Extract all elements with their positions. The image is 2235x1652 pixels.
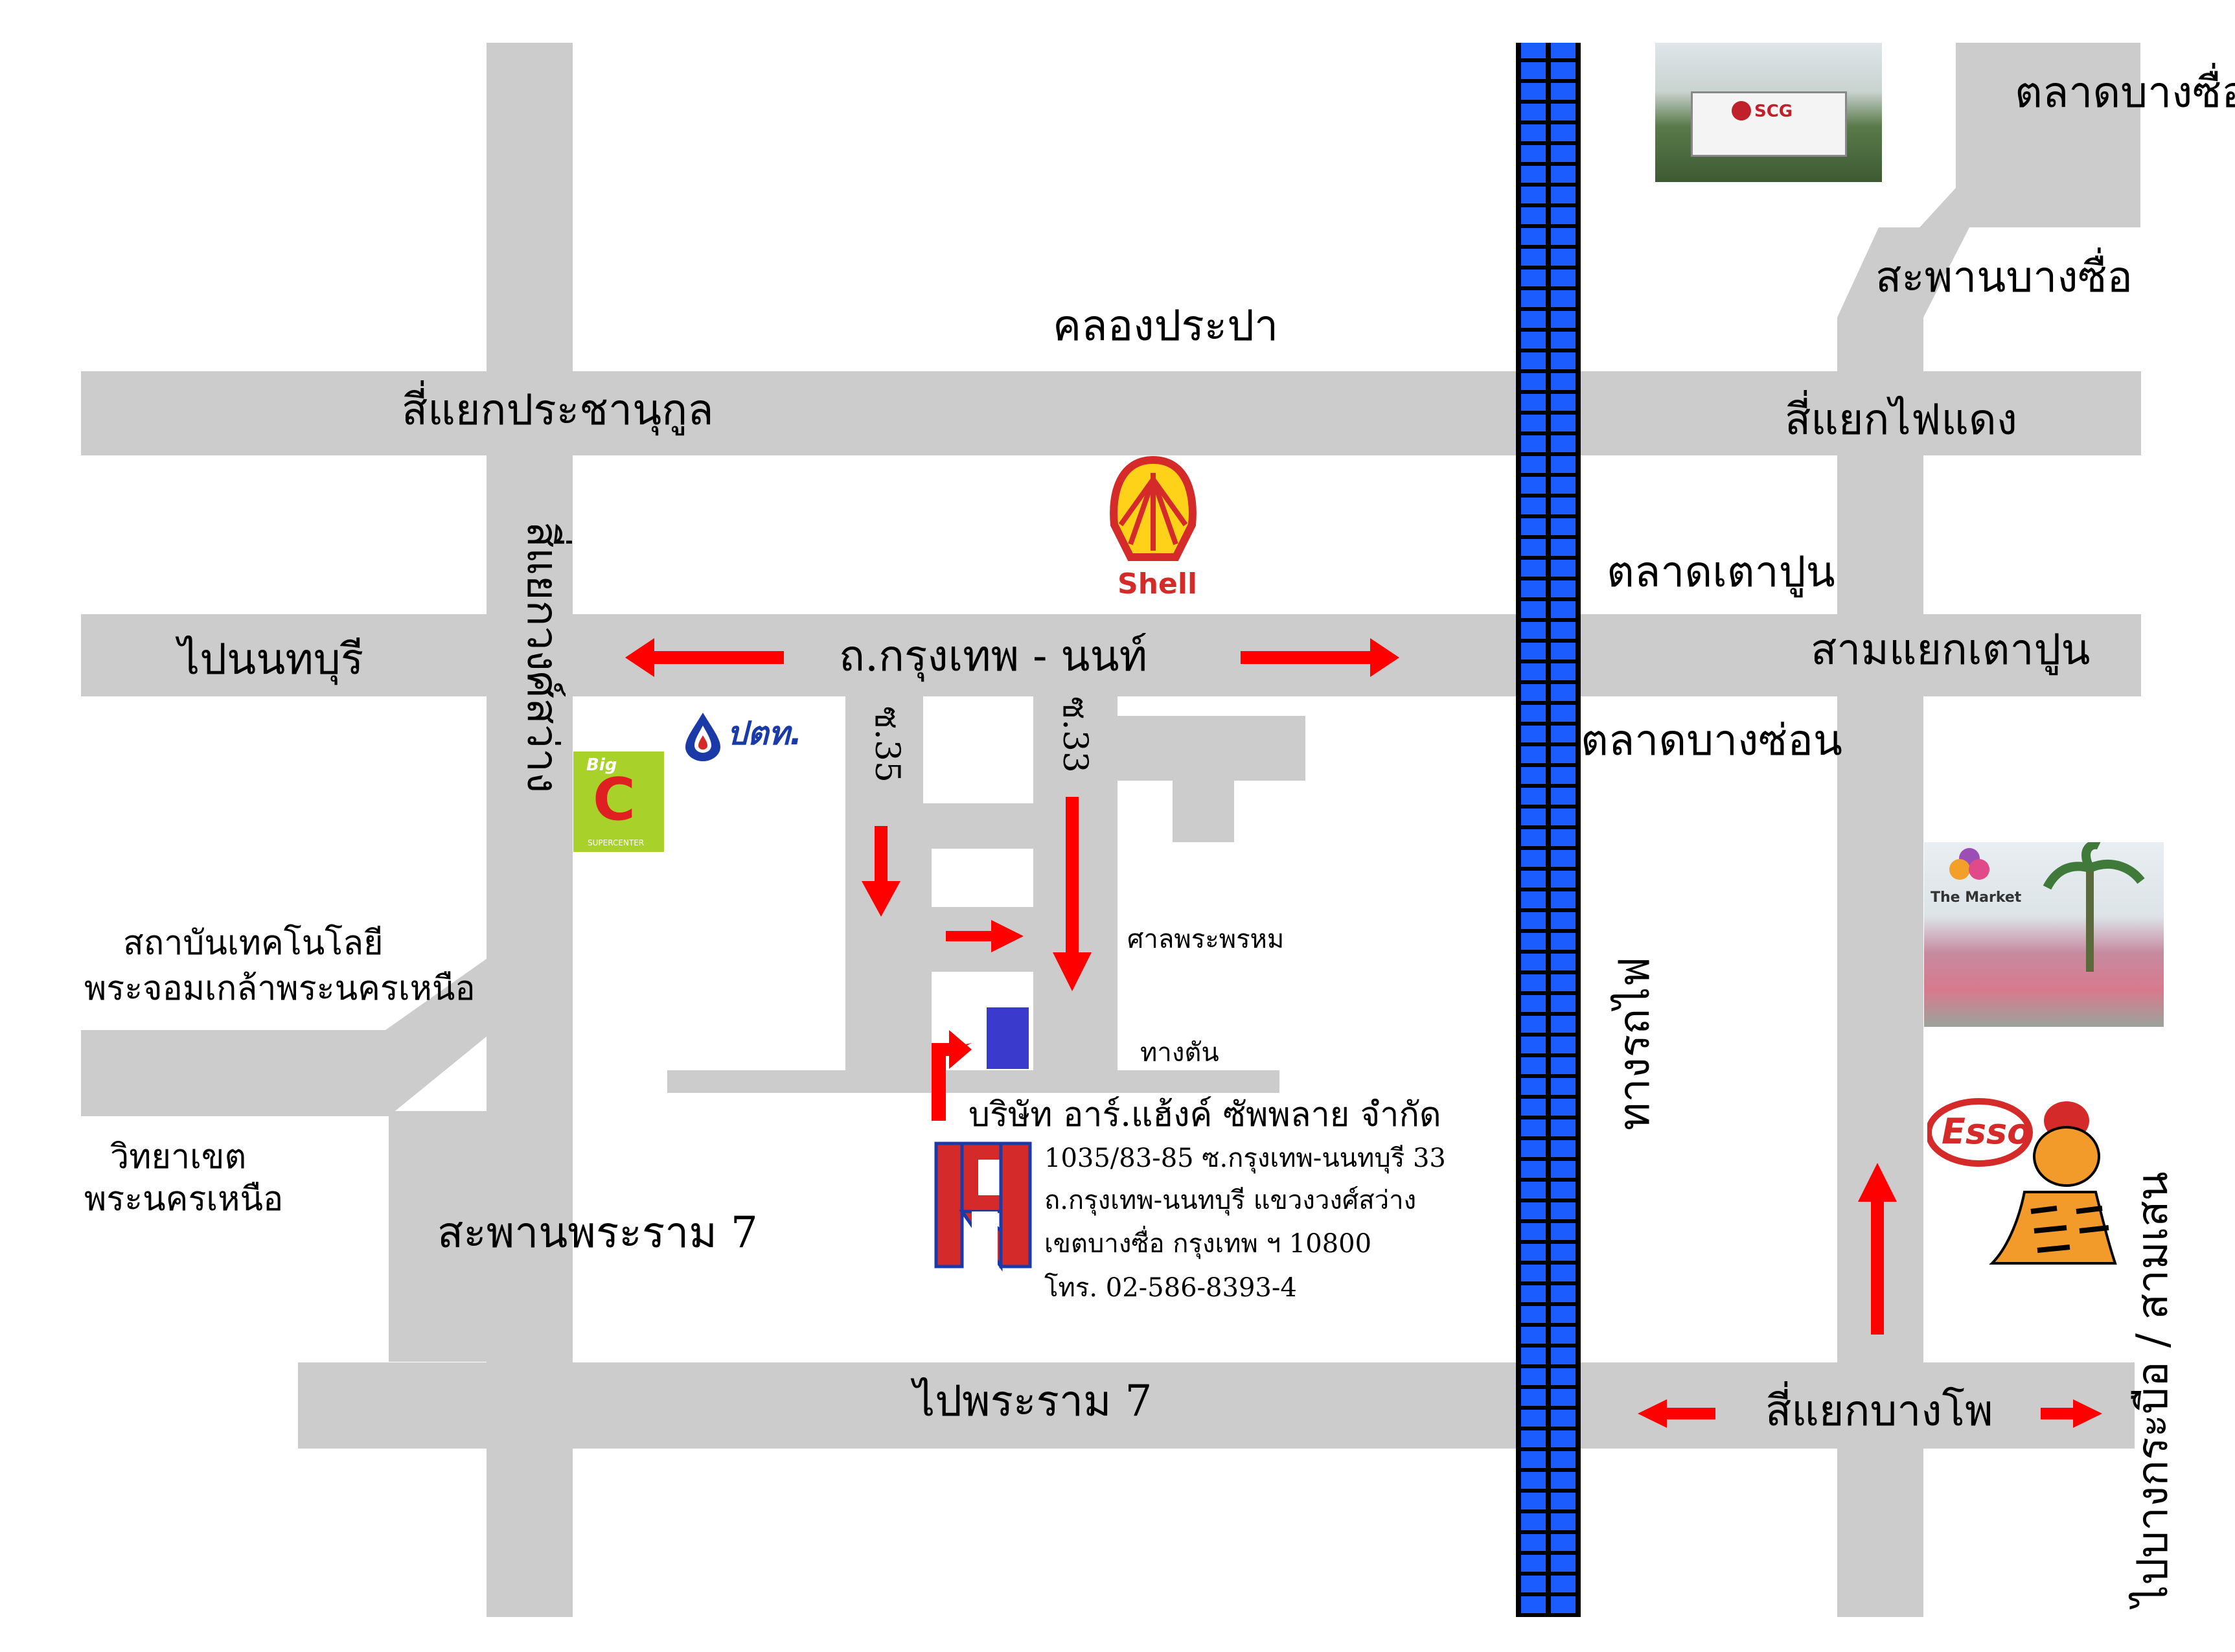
arrow-to-nonthaburi <box>625 638 784 677</box>
road-soi-mid <box>920 803 1037 849</box>
label-saphan-rama7: สะพานพระราม 7 <box>437 1208 758 1257</box>
ptt-text: ปตท. <box>727 715 803 752</box>
label-khlong-prapa: คลองประปา <box>1053 301 1279 350</box>
market-text: The Market <box>1931 889 2022 906</box>
label-siyaek-faidaeng: สี่แยกไฟแดง <box>1785 395 2018 444</box>
shell-text: Shell <box>1118 568 1198 601</box>
road-soi-right-stub <box>1173 777 1234 842</box>
company-address-1: 1035/83-85 ซ.กรุงเทพ-นนทบุรี 33 <box>1044 1143 1446 1173</box>
bigc-sub-text: SUPERCENTER <box>588 838 645 847</box>
road-soi35 <box>847 823 932 1079</box>
road-upper-right <box>1956 43 2140 227</box>
scg-sign: SCG <box>1691 91 1847 157</box>
label-siyaek-prachanukul: สี่แยกประชานุกูล <box>402 385 714 435</box>
arrow-to-taopun <box>1241 638 1399 677</box>
arrow-bangpho-right <box>2041 1399 2102 1428</box>
scg-emblem-icon <box>1732 101 1751 120</box>
bigc-c-icon: C <box>593 766 636 834</box>
road-wongsawang <box>487 43 573 1617</box>
label-saphan-bangsue: สะพานบางซื่อ <box>1875 252 2133 302</box>
label-vitayakhet-1: วิทยาเขต <box>110 1138 247 1176</box>
label-kmitl-2: พระจอมเกล้าพระนครเหนือ <box>84 969 476 1008</box>
esso-text: Esso <box>1942 1111 2032 1152</box>
the-market-photo: The Market <box>1924 842 2164 1027</box>
bigc-big-text: Big <box>586 755 617 775</box>
company-address-3: เขตบางซื่อ กรุงเทพ ฯ 10800 <box>1044 1229 1372 1259</box>
arrow-bangpho-left <box>1638 1399 1715 1428</box>
esso-tiger-icon <box>1927 1098 2117 1265</box>
label-pai-nonthaburi: ไปนนทบุรี <box>178 634 364 684</box>
arrow-soi-right <box>946 920 1024 952</box>
shell-station: Shell <box>1101 453 1205 602</box>
rh-logo-icon <box>934 1141 1032 1272</box>
label-siyaek-bangpho: สี่แยกบางโพ <box>1765 1386 1993 1436</box>
scg-text: SCG <box>1754 102 1793 121</box>
arrow-soi35-down <box>862 826 900 917</box>
road-prachanukul <box>81 371 2141 455</box>
ptt-station: ปตท. <box>680 709 823 761</box>
arrow-soi33-down <box>1053 797 1092 991</box>
road-kmitl <box>81 1030 301 1116</box>
company-name: บริษัท อาร์.แฮ้งค์ ซัพพลาย จำกัด <box>968 1096 1441 1134</box>
company-location-marker <box>987 1007 1029 1069</box>
company-address-2: ถ.กรุงเทพ-นนทบุรี แขวงวงศ์สว่าง <box>1044 1186 1417 1215</box>
road-right-vertical <box>1837 317 1923 1617</box>
ptt-drop-icon <box>685 713 720 761</box>
road-bangsue-diagonal-b <box>1837 227 1956 317</box>
label-kmitl-1: สถาบันเทคโนโลยี <box>123 924 384 963</box>
road-soi-right <box>1118 716 1305 781</box>
label-talad-bangsue: ตลาดบางซื่อ <box>2015 67 2235 117</box>
label-talad-taopun: ตลาดเตาปูน <box>1607 547 1835 597</box>
road-kmitl-diagonal-upper <box>301 959 487 1116</box>
road-kmitl-diagonal-lower <box>389 1116 573 1263</box>
label-pai-rama7: ไปพระราม 7 <box>913 1376 1152 1426</box>
road-rama7 <box>298 1362 2135 1449</box>
scg-building-photo: SCG <box>1655 43 1882 182</box>
shell-icon <box>1110 455 1197 561</box>
label-dead-end: ทางตัน <box>1140 1038 1219 1068</box>
arrow-up-esso <box>1858 1163 1897 1335</box>
esso-station: Esso <box>1927 1095 2122 1270</box>
road-kmitl-lower <box>389 1111 492 1362</box>
road-bkk-nonthaburi <box>81 614 2141 696</box>
label-san-phra-phrom: ศาลพระพรหม <box>1127 924 1285 954</box>
label-vitayakhet-2: พระนครเหนือ <box>84 1180 284 1219</box>
label-samyaek-taopun: สามแยกเตาปูน <box>1811 625 2091 674</box>
railway-track <box>1516 43 1581 1617</box>
road-dead-end <box>667 1070 1279 1093</box>
company-phone: โทร. 02-586-8393-4 <box>1044 1273 1297 1303</box>
market-flower-icon <box>1949 842 2145 972</box>
label-road-bkk-non: ถ.กรุงเทพ - นนท์ <box>839 631 1148 681</box>
bigc-store: Big C SUPERCENTER <box>573 751 664 852</box>
label-talad-bangson: ตลาดบางซ่อน <box>1581 715 1842 765</box>
arrow-to-company <box>932 1030 972 1121</box>
